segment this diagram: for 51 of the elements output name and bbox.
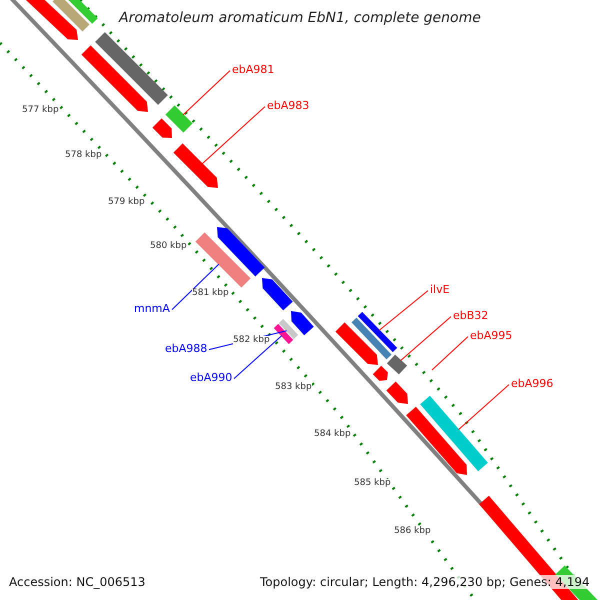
- gene-feature: [372, 366, 388, 381]
- gene-feature: [406, 406, 467, 475]
- tick-label: 577 kbp: [22, 106, 59, 115]
- gene-block: [358, 312, 398, 352]
- gene-label: ebA990: [190, 372, 232, 383]
- accession-note: Accession: NC_006513: [9, 575, 146, 589]
- tick-label: 581 kbp: [192, 289, 229, 298]
- diagram-title: Aromatoleum aromaticum EbN1, complete genome: [119, 11, 481, 25]
- gene-feature: [291, 311, 314, 336]
- gene-label: ebA996: [511, 378, 554, 389]
- tick-label: 586 kbp: [394, 527, 431, 536]
- leader-line: [378, 290, 428, 331]
- leader-line: [400, 316, 452, 361]
- tick-label: 585 kbp: [354, 479, 391, 488]
- leader-line: [234, 335, 282, 380]
- gene-feature: [81, 45, 148, 112]
- leader-line: [432, 336, 468, 370]
- gene-block: [386, 354, 408, 374]
- tick-label: 582 kbp: [233, 336, 270, 345]
- gene-label: ebA983: [267, 100, 310, 111]
- gene-label: mnmA: [134, 303, 170, 314]
- gene-block: [278, 318, 298, 340]
- gene-feature: [173, 143, 218, 188]
- gene-feature: [386, 382, 408, 404]
- gene-label: ilvE: [430, 284, 450, 295]
- gene-feature: [262, 278, 293, 310]
- gene-label: ebB32: [453, 310, 488, 321]
- tick-label: 583 kbp: [275, 383, 312, 392]
- genome-summary: Topology: circular; Length: 4,296,230 bp; Genes: 4,194: [260, 575, 590, 589]
- gene-block: [165, 105, 193, 133]
- gene-block: [195, 232, 251, 288]
- gene-feature: [26, 0, 78, 40]
- gene-block: [52, 0, 90, 32]
- tick-label: 578 kbp: [65, 151, 102, 160]
- gene-feature: [152, 118, 172, 138]
- tick-label: 584 kbp: [314, 430, 351, 439]
- leader-line: [202, 106, 266, 164]
- gene-block: [95, 32, 168, 105]
- tick-label: 580 kbp: [150, 242, 187, 251]
- gene-label: ebA981: [232, 64, 274, 75]
- gene-block: [420, 396, 488, 472]
- gene-label: ebA988: [165, 343, 208, 354]
- leader-line: [182, 70, 230, 116]
- leader-line: [458, 384, 510, 430]
- gene-label: ebA995: [470, 330, 512, 341]
- tick-label: 579 kbp: [108, 198, 145, 207]
- gene-block: [274, 324, 294, 344]
- gene-feature: [217, 227, 265, 276]
- gene-block: [352, 318, 392, 360]
- leader-line: [172, 264, 220, 310]
- gene-feature: [335, 322, 378, 365]
